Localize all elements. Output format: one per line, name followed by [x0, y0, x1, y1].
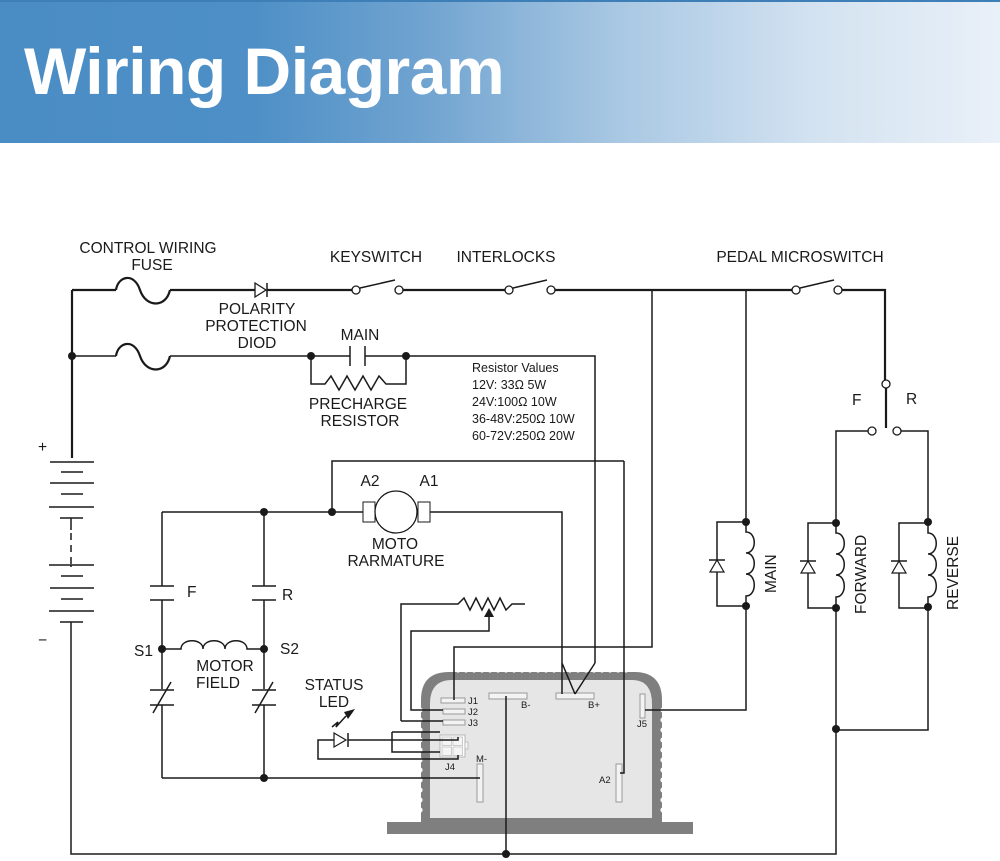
- pedal-microswitch[interactable]: [791, 279, 843, 295]
- label-control-fuse-2: FUSE: [131, 257, 172, 274]
- keyswitch[interactable]: [351, 279, 404, 295]
- terminal-m-minus: [476, 763, 484, 803]
- resistor-value-row: 12V: 33Ω 5W: [472, 378, 546, 392]
- motor-armature: [362, 490, 431, 534]
- label-polarity: POLARITY: [219, 301, 296, 318]
- label-coil-forward: FORWARD: [853, 535, 870, 614]
- label-contact-r: R: [282, 587, 293, 604]
- contact-r-lower-nc: [252, 681, 276, 778]
- label-j3: J3: [468, 718, 478, 729]
- label-j4: J4: [445, 762, 455, 773]
- terminal-j5: [639, 693, 646, 719]
- label-field: FIELD: [196, 675, 240, 692]
- b-plus-connector: [561, 662, 596, 695]
- contact-f-lower-nc: [150, 681, 174, 778]
- forward-reverse-switch[interactable]: [867, 379, 902, 436]
- terminal-j3: [442, 719, 466, 726]
- label-fr-f: F: [852, 392, 861, 409]
- resistor-values-table: Resistor Values 12V: 33Ω 5W 24V:100Ω 10W…: [472, 361, 575, 443]
- throttle-potentiometer[interactable]: [400, 596, 525, 779]
- forward-coil: [799, 520, 845, 609]
- label-j5: J5: [637, 719, 647, 730]
- label-pedal-microswitch: PEDAL MICROSWITCH: [716, 249, 883, 266]
- label-j2: J2: [468, 707, 478, 718]
- contact-r-upper: [252, 512, 276, 689]
- resistor-value-row: 60-72V:250Ω 20W: [472, 429, 575, 443]
- label-coil-main: MAIN: [763, 554, 780, 593]
- wire-battery-negative-return: [70, 622, 837, 855]
- label-led: LED: [319, 694, 349, 711]
- wire-keyswitch-to-j1: [453, 290, 653, 700]
- terminal-j1: [440, 697, 466, 704]
- power-fuse: [114, 342, 172, 371]
- terminal-b-minus: [488, 692, 528, 700]
- wire-a2-terminal: [620, 461, 625, 774]
- label-j1: J1: [468, 696, 478, 707]
- header-banner: Wiring Diagram: [0, 0, 1000, 143]
- interlocks-switch[interactable]: [504, 279, 556, 295]
- label-precharge: PRECHARGE: [309, 396, 407, 413]
- status-led: [331, 709, 355, 749]
- label-resistor: RESISTOR: [321, 413, 400, 430]
- label-armature-a2: A2: [361, 473, 380, 490]
- motor-controller: J1 J2 J3 J4 J5 B- B+ M- A2: [387, 669, 693, 834]
- battery: [49, 461, 94, 623]
- wire-fr-to-reverse-coil: [901, 430, 929, 520]
- label-s2: S2: [280, 641, 299, 658]
- label-s1: S1: [134, 643, 153, 660]
- label-moto: MOTO: [372, 536, 418, 553]
- resistor-values-title: Resistor Values: [472, 361, 559, 375]
- wire-armature-a2: [331, 460, 624, 512]
- wire-j4-loop: [391, 731, 440, 753]
- wire-fr-coil-return: [835, 608, 929, 731]
- label-armature-a1: A1: [420, 473, 439, 490]
- label-a2-terminal: A2: [599, 775, 611, 786]
- wire-main-coil-to-j5: [645, 606, 747, 711]
- battery-plus-label: +: [38, 439, 47, 456]
- wire-led-anode: [348, 737, 459, 741]
- label-contact-f: F: [187, 584, 196, 601]
- label-control-fuse: CONTROL WIRING: [79, 240, 216, 257]
- label-diod: DIOD: [238, 335, 277, 352]
- polarity-protection-diode: [254, 281, 268, 299]
- junction-dots: [68, 352, 932, 858]
- wire-main-to-b-plus: [406, 355, 596, 663]
- precharge-resistor: [310, 356, 407, 392]
- main-contactor-contact: [311, 346, 406, 366]
- label-protection: PROTECTION: [205, 318, 307, 335]
- contact-f-upper: [150, 512, 174, 689]
- label-keyswitch: KEYSWITCH: [330, 249, 422, 266]
- wire-pedal-to-fr-switch: [842, 288, 887, 380]
- wire-armature-a1: [430, 511, 563, 590]
- label-fr-r: R: [906, 391, 917, 408]
- reverse-coil: [890, 520, 937, 609]
- resistor-value-row: 36-48V:250Ω 10W: [472, 412, 575, 426]
- control-wiring-fuse: [114, 276, 172, 305]
- label-b-plus: B+: [588, 700, 600, 711]
- label-b-minus: B-: [521, 700, 531, 711]
- main-coil: [708, 520, 755, 607]
- label-m-minus: M-: [476, 754, 487, 765]
- label-status: STATUS: [305, 677, 364, 694]
- controller-panel: [430, 680, 652, 818]
- wire-fr-to-forward-coil: [835, 430, 868, 520]
- label-rarmature: RARMATURE: [347, 553, 444, 570]
- motor-field-coil: [162, 640, 264, 650]
- resistor-value-row: 24V:100Ω 10W: [472, 395, 557, 409]
- label-coil-reverse: REVERSE: [945, 536, 962, 610]
- page-title: Wiring Diagram: [24, 34, 505, 108]
- terminal-j2: [442, 708, 466, 715]
- terminal-a2: [615, 763, 623, 803]
- controller-base: [387, 822, 693, 834]
- label-main-contactor: MAIN: [341, 327, 380, 344]
- label-interlocks: INTERLOCKS: [456, 249, 555, 266]
- connector-j4: [439, 734, 469, 758]
- battery-minus-label: −: [38, 632, 47, 649]
- label-motor: MOTOR: [196, 658, 253, 675]
- wire-led-cathode: [317, 739, 459, 760]
